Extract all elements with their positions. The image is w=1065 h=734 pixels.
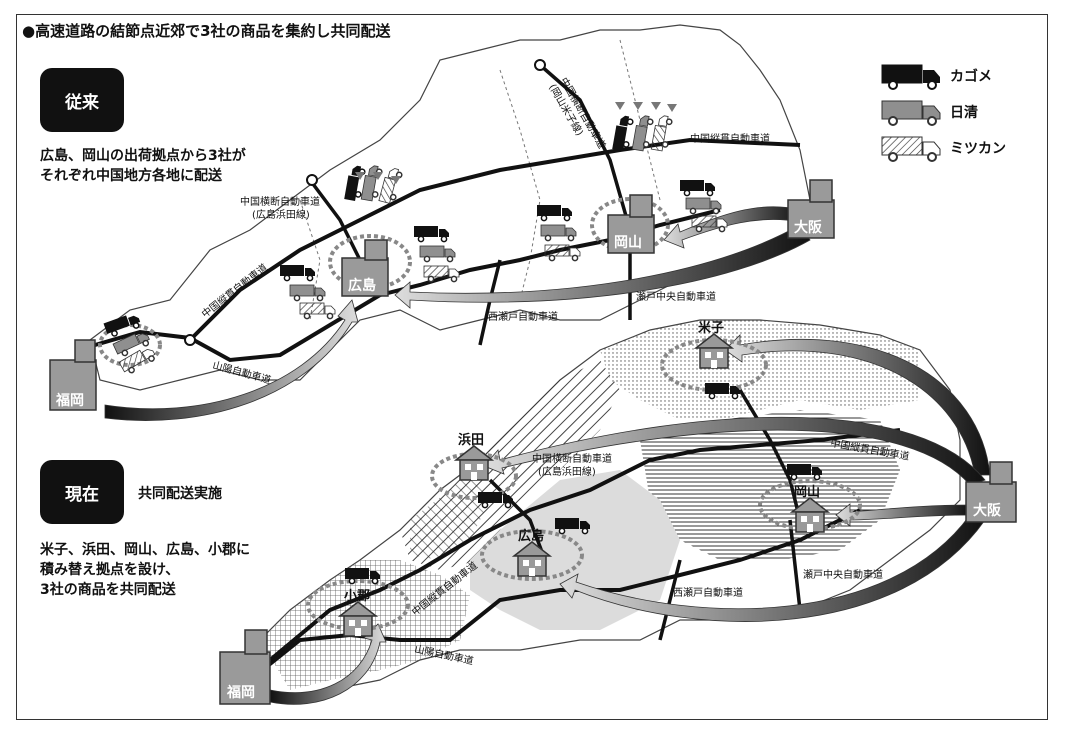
before-city-fukuoka-label: 福岡 <box>55 392 84 409</box>
after-road-hamada-label: 中国横断自動車道 (広島浜田線) <box>532 452 615 478</box>
after-city-hiroshima: 広島 <box>513 528 551 577</box>
arrow-fukuoka-ogori <box>269 623 387 705</box>
before-description: 広島、岡山の出荷拠点から3社が それぞれ中国地方各地に配送 <box>40 148 246 184</box>
after-city-hamada: 浜田 <box>455 432 493 481</box>
after-description: 米子、浜田、岡山、広島、小郡に 積み替え拠点を設け、 3社の商品を共同配送 <box>40 542 250 598</box>
after-city-osaka-label: 大阪 <box>973 502 1002 519</box>
after-city-yonago-label: 米子 <box>698 320 724 336</box>
before-label: 従来 <box>40 68 124 132</box>
truck-hatched-icon <box>881 136 941 162</box>
legend-nissin-label: 日清 <box>950 105 978 121</box>
road-chugoku-jukan-after <box>268 428 901 662</box>
arrow-osaka-hiroshima <box>559 514 986 622</box>
road-yonago-line-after <box>738 389 802 521</box>
after-city-ogori-label: 小郡 <box>344 589 370 604</box>
region-shimane-west <box>410 470 490 560</box>
before-road-nishiseto-label: 西瀬戸自動車道 <box>488 310 558 323</box>
before-road-hamada-label: 中国横断自動車道 (広島浜田線) <box>240 195 323 221</box>
legend-kagome: カゴメ <box>880 62 992 90</box>
before-city-fukuoka: 福岡 <box>49 339 97 411</box>
before-road-jukan-east-label: 中国縦貫自動車道 <box>690 132 770 145</box>
before-pref-border <box>299 199 321 321</box>
road-setochuo-after <box>788 519 802 611</box>
hub-ring <box>480 529 584 581</box>
after-city-fukuoka-label: 福岡 <box>226 684 255 701</box>
junction-node <box>306 174 318 186</box>
legend-mizkan-label: ミツカン <box>950 141 1006 157</box>
legend-kagome-label: カゴメ <box>950 69 992 85</box>
after-road-setochuo-label: 瀬戸中央自動車道 <box>803 568 883 581</box>
before-city-osaka: 大阪 <box>787 179 835 239</box>
before-city-okayama: 岡山 <box>607 194 655 254</box>
road-yonago-line-before <box>538 63 632 231</box>
after-city-okayama: 岡山 <box>791 484 829 533</box>
after-city-hiroshima-label: 広島 <box>518 528 544 544</box>
before-road-hamada-label-line2: (広島浜田線) <box>252 208 310 221</box>
after-city-hamada-label: 浜田 <box>458 432 484 448</box>
legend-mizkan: ミツカン <box>880 134 1006 162</box>
after-city-okayama-label: 岡山 <box>794 484 820 500</box>
truck-black-icon <box>881 64 940 90</box>
after-road-hamada-label-line1: 中国横断自動車道 <box>532 452 612 465</box>
arrow-osaka-okayama <box>835 503 971 527</box>
before-city-okayama-label: 岡山 <box>614 235 642 251</box>
road-sanyo-after <box>248 508 861 682</box>
road-nishiseto-after <box>658 559 682 641</box>
radiating-arrows <box>355 102 677 184</box>
diagram-title: ●高速道路の結節点近郊で3社の商品を集約し共同配送 <box>22 22 391 40</box>
after-map: 米子 浜田 岡山 広島 小郡 福岡 大阪 中国横断自 <box>219 319 1017 705</box>
before-map: 福岡 広島 岡山 大阪 中国横断自動車道 (広島浜田線) 中国横断自動車道 (岡… <box>49 24 835 421</box>
arrow-osaka-hiroshima <box>394 224 811 309</box>
after-city-fukuoka: 福岡 <box>219 629 271 705</box>
after-city-ogori: 小郡 <box>339 589 377 637</box>
hub-ring <box>98 323 162 367</box>
before-road-hamada-label-line1: 中国横断自動車道 <box>240 195 320 208</box>
before-city-hiroshima: 広島 <box>341 239 389 297</box>
after-subtitle: 共同配送実施 <box>138 486 222 502</box>
diagram-frame <box>16 14 1048 720</box>
arrow-osaka-okayama <box>663 206 801 249</box>
hub-ring <box>660 338 768 392</box>
after-city-yonago: 米子 <box>695 320 733 369</box>
junction-node <box>534 59 546 71</box>
arrow-fukuoka-hiroshima <box>104 299 359 421</box>
after-label: 現在 <box>40 460 124 524</box>
before-pref-border <box>499 69 541 301</box>
truck-gray-icon <box>881 100 941 126</box>
junction-node <box>184 334 196 346</box>
before-road-setochuo-label: 瀬戸中央自動車道 <box>636 290 716 303</box>
after-road-hamada-label-line2: (広島浜田線) <box>538 465 596 478</box>
before-city-osaka-label: 大阪 <box>794 219 823 236</box>
road-hamada-line-before <box>308 178 362 261</box>
after-city-osaka: 大阪 <box>965 461 1017 523</box>
legend-nissin: 日清 <box>880 98 978 126</box>
after-road-nishiseto-label: 西瀬戸自動車道 <box>673 586 743 599</box>
before-city-hiroshima-label: 広島 <box>348 277 376 294</box>
